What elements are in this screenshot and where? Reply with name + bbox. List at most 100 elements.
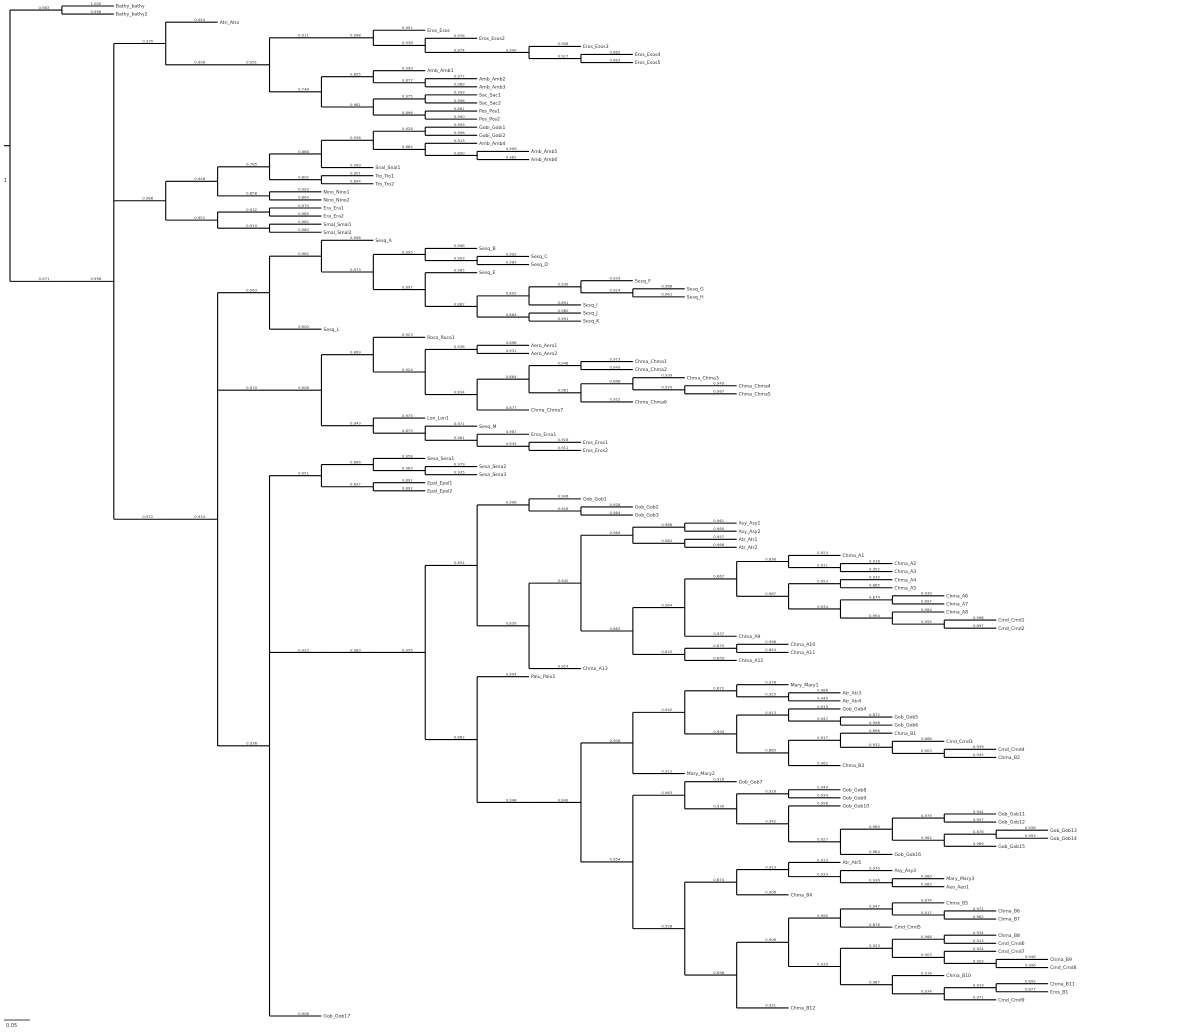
support-value: 0.894 (350, 179, 361, 184)
support-value: 0.998 (973, 615, 984, 620)
tip-label: Mary_Mary3 (946, 876, 974, 882)
support-value: 0.928 (610, 502, 621, 507)
support-value: 0.930 (869, 574, 880, 579)
root-label: 1 (4, 178, 7, 184)
support-value: 0.999 (454, 122, 465, 127)
support-value: 0.802 (298, 175, 309, 180)
support-value: 0.874 (454, 47, 465, 52)
tip-label: Chma_A1 (842, 553, 864, 559)
support-value: 0.917 (558, 53, 569, 58)
tip-label: Cmd_Cmd5 (894, 925, 920, 931)
tip-label: Gob_Gob16 (894, 852, 921, 858)
tip-label: Asy_Asy3 (894, 868, 916, 874)
support-value: 0.864 (506, 312, 517, 317)
support-value: 0.849 (558, 797, 569, 802)
tip-label: Sac_Sac1 (479, 92, 501, 98)
tip-label: Bathy_bathy (116, 4, 145, 10)
support-value: 0.906 (765, 890, 776, 895)
tip-label: Eros_B1 (1050, 989, 1068, 995)
support-value: 0.911 (817, 562, 828, 567)
support-value: 0.984 (869, 849, 880, 854)
support-value: 0.934 (194, 514, 205, 519)
tip-label: Eros_Esos5 (635, 60, 661, 66)
support-value: 0.958 (817, 801, 828, 806)
tree-labels: 0.9831.000Bathy_bathy0.998Bathy_bathy20.… (39, 1, 1077, 1020)
tip-label: Chma_B8 (998, 933, 1020, 939)
support-value: 0.834 (454, 389, 465, 394)
support-value: 0.971 (454, 421, 465, 426)
tip-label: Aero_Aero2 (531, 351, 557, 357)
support-value: 0.866 (350, 459, 361, 464)
tip-label: Atr_Atr5 (842, 860, 861, 866)
support-value: 0.931 (765, 1003, 776, 1008)
support-value: 0.820 (661, 649, 672, 654)
tip-label: Chma_A5 (894, 585, 916, 591)
tip-label: Gob_Gob17 (323, 1014, 350, 1020)
tip-label: Sesq_C (531, 254, 548, 260)
support-value: 0.874 (921, 898, 932, 903)
support-value: 0.966 (713, 542, 724, 547)
tip-label: Chma_B12 (791, 1006, 816, 1012)
tip-label: Gobi_Gobi1 (479, 125, 505, 131)
scale-label: 0.05 (6, 1023, 17, 1029)
support-value: 0.947 (869, 904, 880, 909)
tip-label: Sesa_Sesa2 (479, 464, 506, 470)
support-value: 0.973 (350, 267, 361, 272)
support-value: 0.987 (765, 591, 776, 596)
tip-label: Gob_Gob7 (739, 779, 763, 785)
support-value: 0.858 (246, 191, 257, 196)
support-value: 0.981 (350, 102, 361, 107)
support-value: 0.837 (350, 482, 361, 487)
tip-label: Chma_Chma7 (531, 408, 563, 414)
support-value: 0.998 (454, 130, 465, 135)
support-value: 0.973 (610, 356, 621, 361)
support-value: 0.988 (142, 196, 153, 201)
tip-label: Chma_A11 (791, 650, 816, 656)
tip-label: Gob_Gob15 (998, 844, 1025, 850)
tip-label: Chma_A7 (946, 602, 968, 608)
support-value: 0.989 (973, 841, 984, 846)
tip-label: Mary_Mary1 (791, 682, 819, 688)
support-value: 0.984 (610, 510, 621, 515)
tip-label: Chma_A13 (583, 666, 608, 672)
tip-label: Ersa_Ersa1 (531, 432, 556, 438)
tip-label: Amb_Amb3 (479, 84, 505, 90)
support-value: 0.963 (661, 790, 672, 795)
support-value: 0.869 (350, 349, 361, 354)
support-value: 0.982 (298, 251, 309, 256)
support-value: 0.962 (921, 835, 932, 840)
support-value: 0.932 (869, 742, 880, 747)
support-value: 0.927 (817, 837, 828, 842)
tip-label: Chma_A4 (894, 577, 916, 583)
support-value: 0.897 (402, 284, 413, 289)
tip-label: Gob_Gob11 (998, 812, 1025, 818)
support-value: 0.994 (713, 729, 724, 734)
support-value: 0.912 (661, 768, 672, 773)
support-value: 0.876 (869, 922, 880, 927)
support-value: 0.962 (973, 914, 984, 919)
support-value: 0.999 (402, 65, 413, 70)
support-value: 0.951 (194, 215, 205, 220)
support-value: 0.990 (817, 913, 828, 918)
tip-label: Cmd_Cmd4 (998, 747, 1024, 753)
support-value: 0.861 (454, 106, 465, 111)
tip-label: Chma_A6 (946, 593, 968, 599)
support-value: 0.924 (973, 946, 984, 951)
support-value: 0.983 (921, 882, 932, 887)
support-value: 0.984 (921, 607, 932, 612)
support-value: 0.897 (973, 623, 984, 628)
support-value: 0.961 (454, 435, 465, 440)
support-value: 0.904 (506, 671, 517, 676)
tip-label: Asy_Asy1 (739, 521, 761, 527)
tip-label: Atr_Atr2 (739, 545, 758, 551)
support-value: 0.444 (194, 17, 205, 22)
support-value: 0.863 (298, 195, 309, 200)
support-value: 0.914 (558, 663, 569, 668)
support-value: 0.993 (298, 187, 309, 192)
tip-label: Roco_Roco1 (427, 335, 455, 341)
tip-label: Chma_B11 (1050, 981, 1075, 987)
support-value: 0.936 (869, 877, 880, 882)
tip-label: Cmd_Cmd1 (998, 618, 1024, 624)
support-value: 0.955 (921, 619, 932, 624)
support-value: 0.916 (713, 776, 724, 781)
